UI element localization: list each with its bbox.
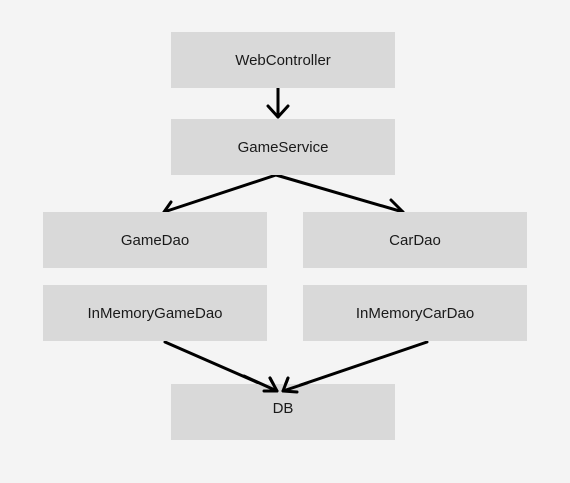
node-inmemorygamedao-label: InMemoryGameDao (87, 304, 223, 322)
node-gameservice: GameService (171, 119, 395, 175)
node-inmemorygamedao: InMemoryGameDao (43, 285, 267, 341)
node-db-label: DB (272, 399, 294, 417)
edge-gameservice-to-cardao (274, 173, 405, 219)
node-inmemorycardao: InMemoryCarDao (303, 285, 527, 341)
node-gamedao-label: GameDao (120, 231, 190, 249)
arrowhead-icon (266, 104, 290, 119)
node-db: DB (171, 384, 395, 440)
edge-gameservice-to-gamedao (162, 173, 278, 218)
node-cardao-label: CarDao (389, 231, 441, 249)
node-gameservice-label: GameService (237, 138, 329, 156)
node-webcontroller: WebController (171, 32, 395, 88)
node-gamedao: GameDao (43, 212, 267, 268)
node-cardao: CarDao (303, 212, 527, 268)
node-webcontroller-label: WebController (235, 51, 331, 69)
node-inmemorycardao-label: InMemoryCarDao (355, 304, 475, 322)
